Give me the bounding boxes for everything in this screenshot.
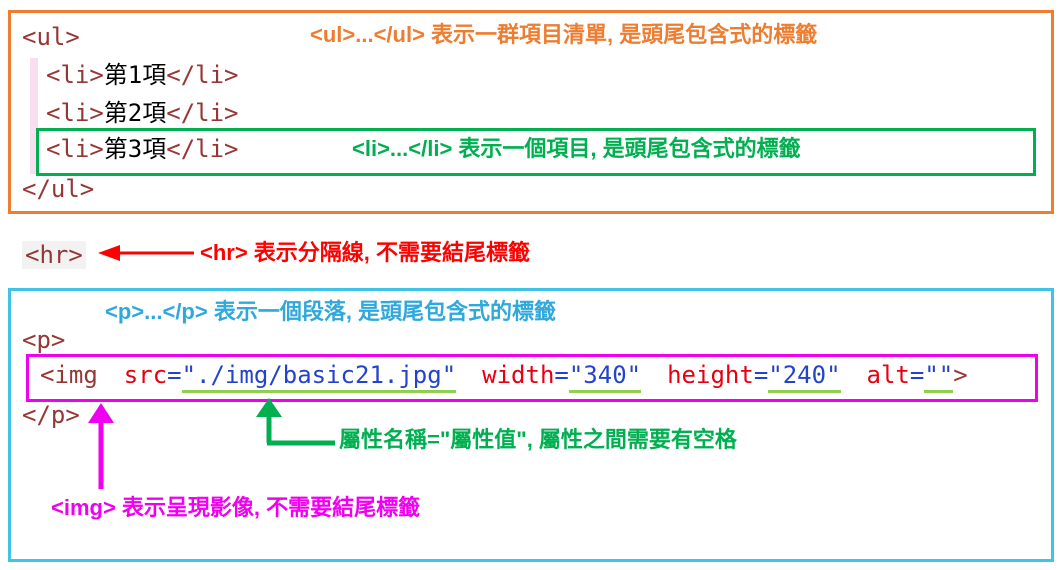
li-text: 第1項 [103,61,167,89]
ul-annotation: <ul>...</ul> 表示一群項目清單, 是頭尾包含式的標籤 [310,22,818,47]
img-tag-arrow [88,403,114,489]
attr-value-alt: "" [924,361,954,393]
equals-sign: = [167,361,182,389]
li-close-tag: </li> [166,135,239,163]
p-open-tag: <p> [22,326,66,354]
li-close-tag: </li> [166,61,239,89]
p-code-panel: <p>...</p> 表示一個段落, 是頭尾包含式的標籤 <p> <img src… [8,288,1054,562]
attribute-arrow [256,398,335,446]
equals-sign: = [753,361,769,389]
ul-open-tag: <ul> [22,23,80,51]
li-open-tag: <li> [46,99,104,127]
attr-value-width: "340" [568,361,642,393]
code-line-li-2: <li>第2項</li> [46,98,239,128]
code-line-li-3: <li>第3項</li> [46,134,239,164]
li-text: 第2項 [103,99,167,127]
ul-close-tag: </ul> [22,175,95,203]
attr-src: src="./img/basic21.jpg" [123,361,457,393]
img-close-bracket: > [953,361,968,389]
li-close-tag: </li> [166,99,239,127]
code-line-p-close: </p> [22,400,80,430]
indent-highlight [30,58,38,174]
li-annotation: <li>...</li> 表示一個項目, 是頭尾包含式的標籤 [352,136,801,161]
img-open-tag: <img [40,361,98,389]
ul-code-panel: <ul> <ul>...</ul> 表示一群項目清單, 是頭尾包含式的標籤 <l… [8,10,1054,214]
code-line-ul-close: </ul> [22,174,94,204]
p-close-tag: </p> [22,401,80,429]
img-annotation: <img> 表示呈現影像, 不需要結尾標籤 [51,495,421,520]
li-highlight-box [36,128,1036,176]
attr-name-width: width [482,361,555,389]
code-line-p-open: <p> [22,325,65,355]
attr-height: height="240" [667,361,841,393]
attr-name-height: height [667,361,754,389]
attribute-annotation: 屬性名稱="屬性值", 屬性之間需要有空格 [339,427,737,452]
hr-tag: <hr> [22,241,86,269]
p-annotation: <p>...</p> 表示一個段落, 是頭尾包含式的標籤 [105,299,557,324]
attr-alt: alt="" [866,361,954,393]
attr-name-src: src [123,361,168,389]
code-line-li-1: <li>第1項</li> [46,60,239,90]
attr-name-alt: alt [866,361,910,389]
attr-width: width="340" [482,361,642,393]
equals-sign: = [909,361,925,389]
img-highlight-box [26,354,1038,402]
li-open-tag: <li> [46,135,104,163]
attr-value-src: "./img/basic21.jpg" [181,361,457,393]
code-line-ul-open: <ul> [22,22,80,52]
li-text: 第3項 [103,135,167,163]
attr-value-height: "240" [768,361,841,393]
code-line-hr: <hr> [22,240,86,270]
hr-arrow [98,245,194,261]
hr-annotation: <hr> 表示分隔線, 不需要結尾標籤 [200,240,531,265]
equals-sign: = [554,361,569,389]
li-open-tag: <li> [46,61,104,89]
